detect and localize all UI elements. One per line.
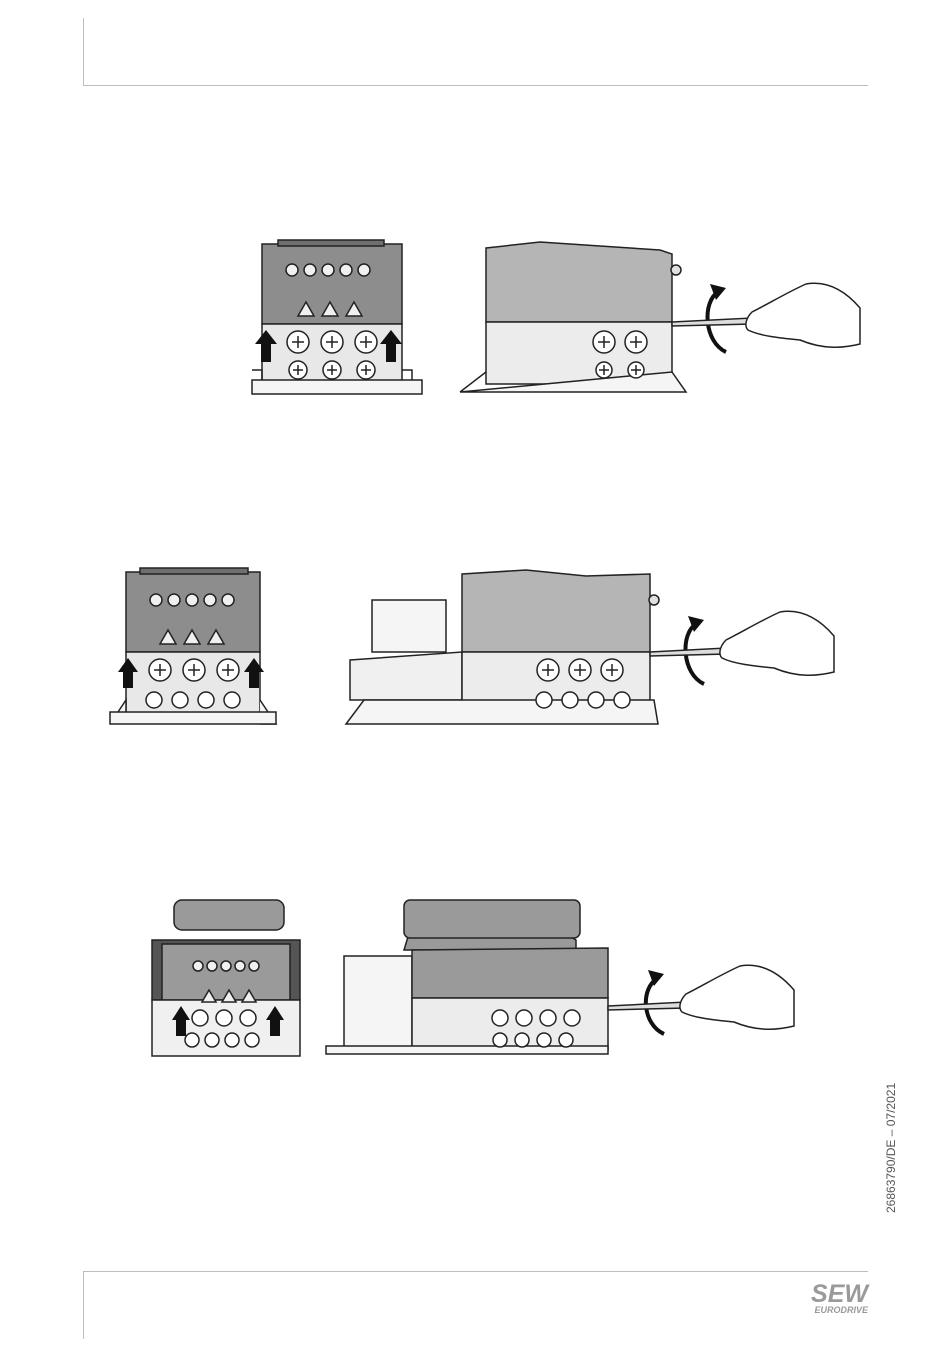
footer-margin-rule xyxy=(83,1271,84,1339)
side-view-housing xyxy=(460,242,686,392)
footer-rule xyxy=(83,1271,868,1272)
front-view-housing xyxy=(110,568,276,724)
hand-screwdriver-icon xyxy=(672,283,860,347)
warning-symbol-icon xyxy=(298,302,362,316)
hand-screwdriver-icon xyxy=(650,611,834,675)
figure-2-housing-removal xyxy=(106,560,856,730)
figure-1-housing-removal xyxy=(240,232,880,402)
side-view-housing xyxy=(326,900,608,1054)
front-view-housing xyxy=(252,240,422,394)
header-margin-rule xyxy=(83,18,84,86)
document-id-vertical: 26863790/DE – 07/2021 xyxy=(884,1083,898,1213)
header-rule xyxy=(83,85,868,86)
side-view-housing xyxy=(346,570,659,724)
brand-logo: SEW EURODRIVE xyxy=(796,1282,868,1318)
hand-screwdriver-icon xyxy=(608,965,794,1029)
figure-3-housing-removal xyxy=(146,890,806,1062)
brand-logo-main: SEW xyxy=(811,1282,868,1307)
brand-logo-sub: EURODRIVE xyxy=(814,1305,868,1315)
